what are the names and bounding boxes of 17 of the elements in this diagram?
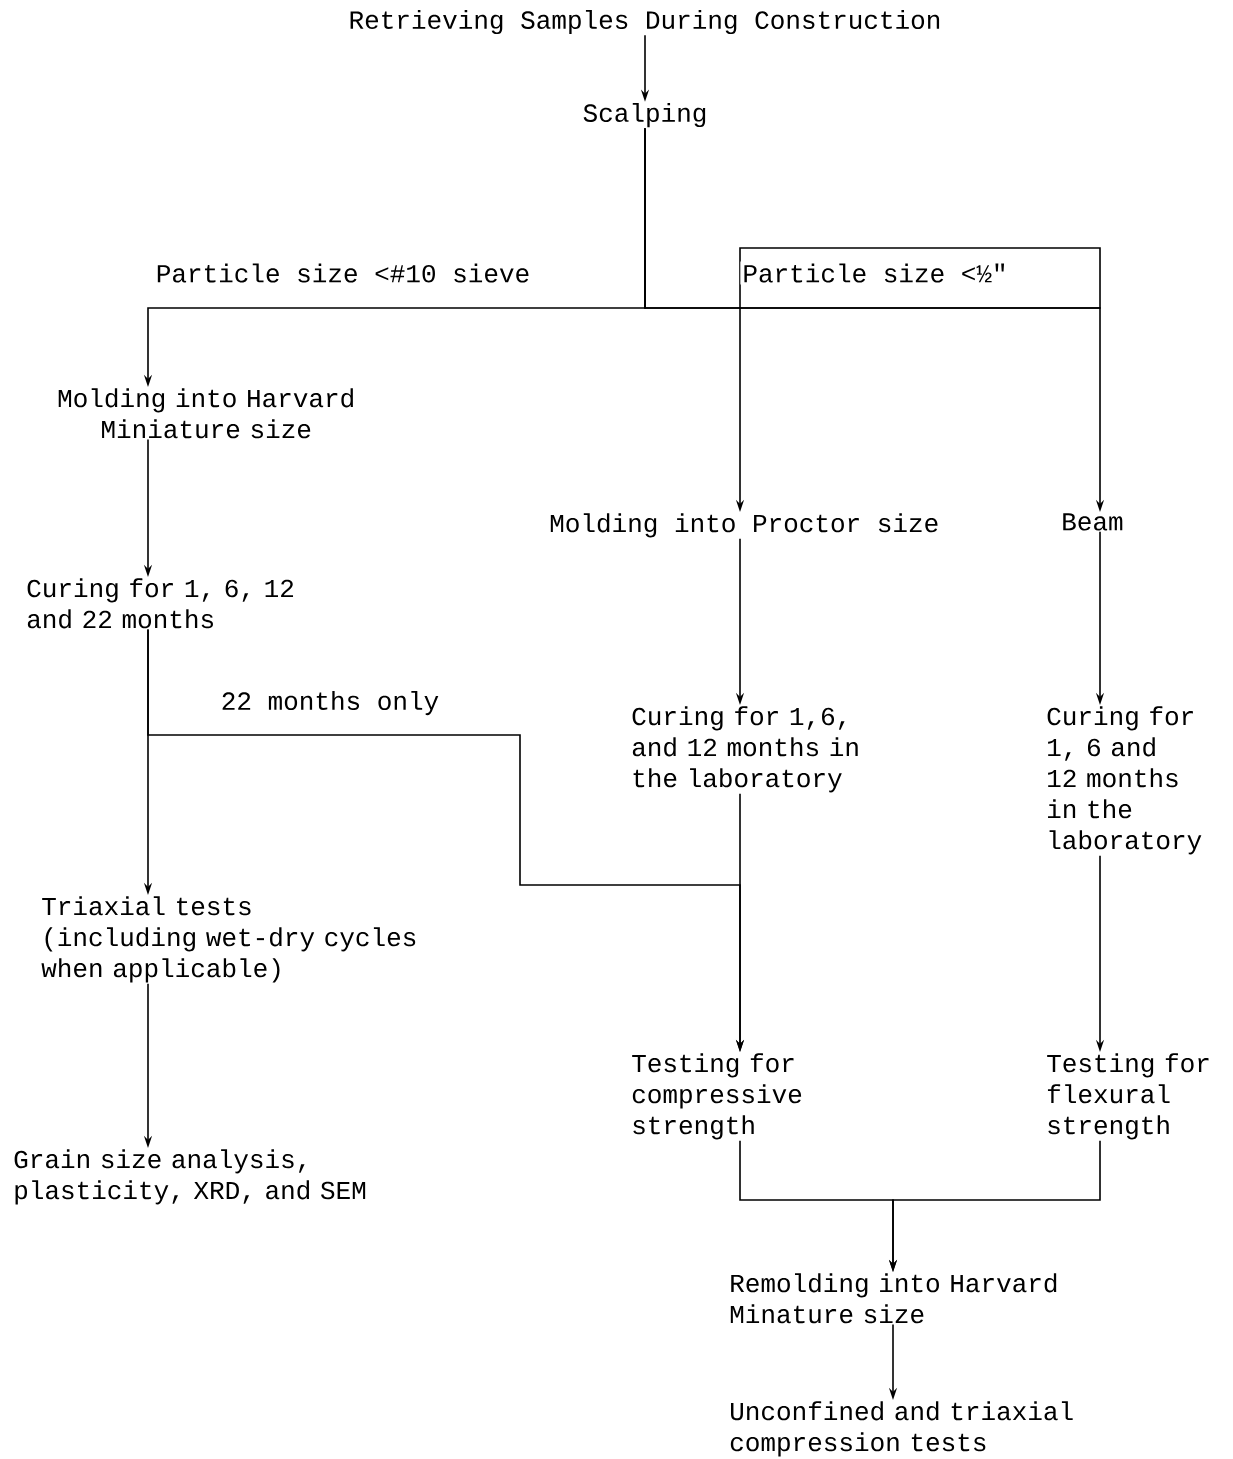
- edge-label: 22 months only: [218, 688, 442, 718]
- step-text: Scalping: [583, 102, 706, 128]
- edge-label: Particle size <½": [740, 261, 1010, 285]
- step-text: Unconfined and triaxial compression tests: [730, 1401, 1073, 1457]
- edge-label: Particle size <#10 sieve: [153, 261, 533, 285]
- step-text: Curing for 1, 6 and 12 months in the laboratory: [1047, 706, 1202, 855]
- step-text: Grain size analysis, plasticity, XRD, and SEM: [14, 1149, 366, 1205]
- step-text: Molding into Proctor size: [550, 513, 938, 538]
- step-text: Triaxial tests (including wet-dry cycles when applicable): [41, 896, 416, 983]
- step-text: Remolding into Harvard Minature size: [730, 1273, 1057, 1324]
- step-text: Testing for compressive strength: [632, 1053, 802, 1140]
- step-text: Curing for 1,6, and 12 months in the laboratory: [632, 706, 858, 793]
- step-text: Testing for flexural strength: [1047, 1053, 1209, 1140]
- step-text: Molding into Harvard Miniature size: [58, 388, 353, 439]
- step-text: Retrieving Samples During Construction: [350, 9, 940, 35]
- step-text: Curing for 1, 6, 12 and 22 months: [27, 578, 294, 629]
- step-text: Beam: [1063, 513, 1123, 531]
